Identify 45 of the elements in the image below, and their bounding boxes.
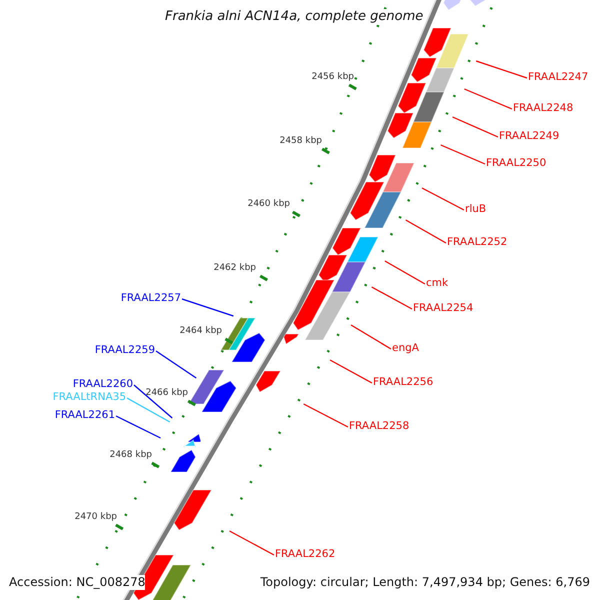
accession-text: Accession: NC_008278 xyxy=(9,575,146,590)
gene-label: FRAAL2256 xyxy=(373,376,434,389)
tick-label: 2466 kbp xyxy=(146,388,188,399)
tick-label: 2462 kbp xyxy=(214,263,256,274)
leader-line xyxy=(384,260,426,285)
gene-label: FRAAL2250 xyxy=(486,157,546,170)
leader-line xyxy=(303,403,348,428)
leader-line xyxy=(405,219,446,244)
tick-label: 2460 kbp xyxy=(248,199,290,210)
gene-label: FRAAL2259 xyxy=(94,344,155,357)
tick-label: 2470 kbp xyxy=(74,512,117,523)
leader-line xyxy=(156,350,197,378)
gene-label: FRAAL2257 xyxy=(120,292,181,305)
gene-label: FRAAL2249 xyxy=(499,130,560,143)
tick-label: 2464 kbp xyxy=(180,326,222,337)
leader-line xyxy=(440,144,486,165)
tick-label: 2456 kbp xyxy=(312,72,354,83)
gene-label: FRAAL2252 xyxy=(447,236,508,249)
tick-label: 2468 kbp xyxy=(110,450,152,461)
gene-label: FRAAL2248 xyxy=(513,102,574,115)
gene-label: FRAAL2260 xyxy=(72,378,133,391)
leader-line xyxy=(126,397,170,423)
leader-line xyxy=(452,116,498,138)
leader-line xyxy=(464,88,512,110)
gene-label: rluB xyxy=(465,203,486,216)
leader-line xyxy=(229,530,274,556)
gene-label: FRAALtRNA35 xyxy=(52,391,126,404)
leader-line xyxy=(182,298,234,317)
gene-label: cmk xyxy=(426,277,448,290)
leader-line xyxy=(330,359,372,384)
gene-label: FRAAL2258 xyxy=(349,420,410,433)
map-title: Frankia alni ACN14a, complete genome xyxy=(165,9,424,25)
genome-stats-text: Topology: circular; Length: 7,497,934 bp; Genes: 6,769 xyxy=(260,575,590,590)
gene-label: FRAAL2262 xyxy=(275,548,336,561)
leader-line xyxy=(350,324,392,350)
leader-line xyxy=(134,384,173,418)
gene-label: engA xyxy=(392,342,419,355)
leader-line xyxy=(422,187,464,211)
leader-line xyxy=(116,415,161,439)
leader-line xyxy=(371,286,412,310)
tick-label: 2458 kbp xyxy=(280,136,322,147)
gene-label: FRAAL2261 xyxy=(54,409,115,422)
gene-label: FRAAL2254 xyxy=(413,302,474,315)
leader-line xyxy=(476,60,528,79)
gene-label: FRAAL2247 xyxy=(528,71,588,84)
